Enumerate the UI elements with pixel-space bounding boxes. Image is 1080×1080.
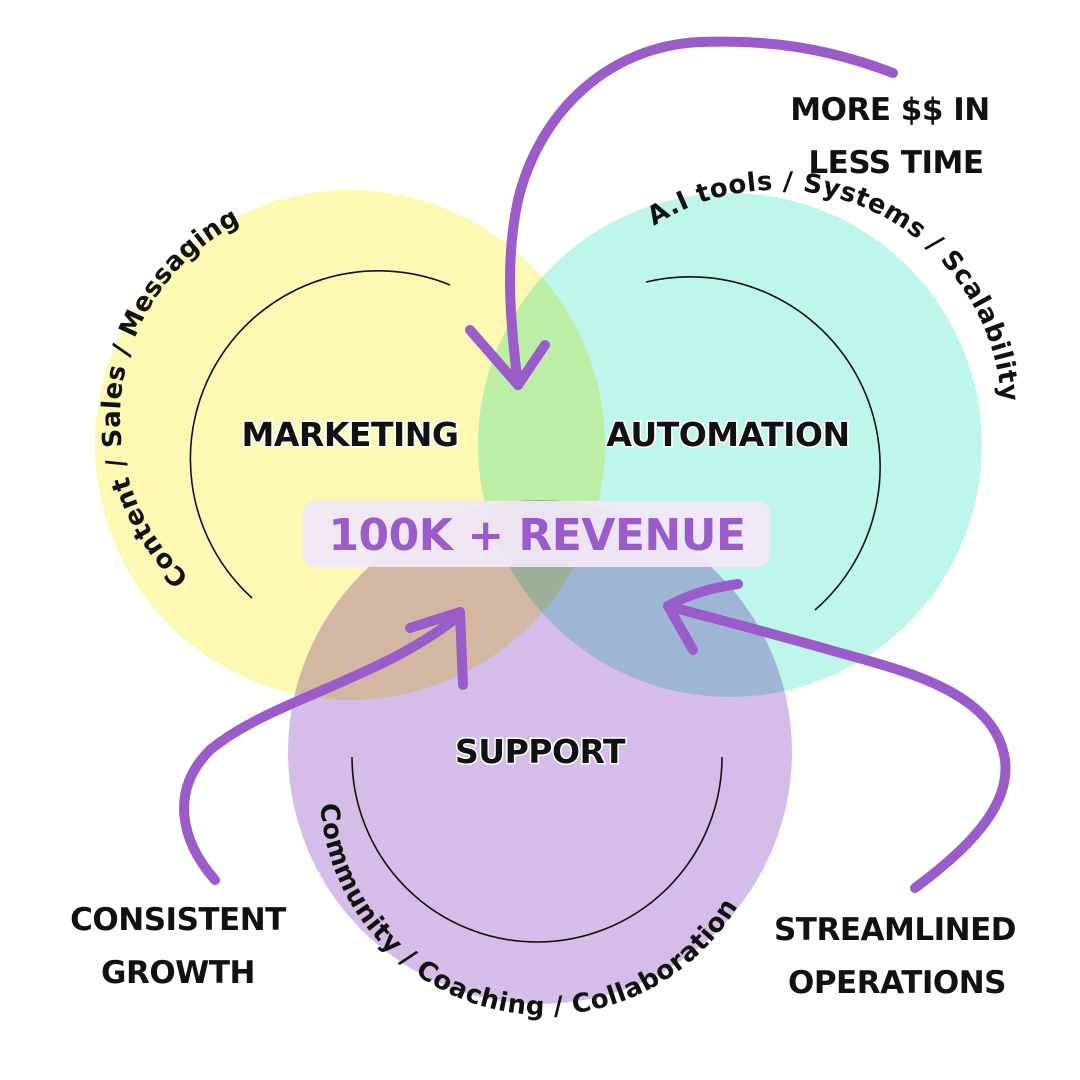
top-arrow-shaft <box>505 36 898 390</box>
callout-consistent-growth-line2: GROWTH <box>101 955 255 991</box>
curved-arrow-icon <box>663 579 1011 893</box>
automation-label: AUTOMATION <box>606 415 849 454</box>
marketing-inner-arc <box>189 270 451 599</box>
callout-consistent-growth-line1: CONSISTENT <box>70 902 286 938</box>
callout-more-money-line1: MORE $$ IN <box>790 92 989 128</box>
callout-more-money-line2: LESS TIME <box>808 145 983 181</box>
callout-streamlined-line1: STREAMLINED <box>774 912 1016 948</box>
center-badge-background <box>303 501 770 567</box>
callout-streamlined-line2: OPERATIONS <box>788 965 1006 1001</box>
bottom-right-arrow-head <box>663 579 743 655</box>
bottom-left-arrow-shaft <box>179 610 465 885</box>
curved-arrow-icon <box>465 36 898 390</box>
bottom-left-arrow-head <box>405 607 468 690</box>
support-label: SUPPORT <box>455 732 626 771</box>
venn-circles <box>95 190 982 1004</box>
center-revenue-label: 100K + REVENUE <box>328 510 745 561</box>
bottom-right-arrow-shaft <box>663 601 1011 893</box>
marketing-label: MARKETING <box>242 415 459 454</box>
automation-inner-arc <box>645 276 881 611</box>
curved-arrow-icon <box>179 607 468 885</box>
top-arrow-head <box>465 325 550 390</box>
support-inner-arc <box>351 756 723 943</box>
